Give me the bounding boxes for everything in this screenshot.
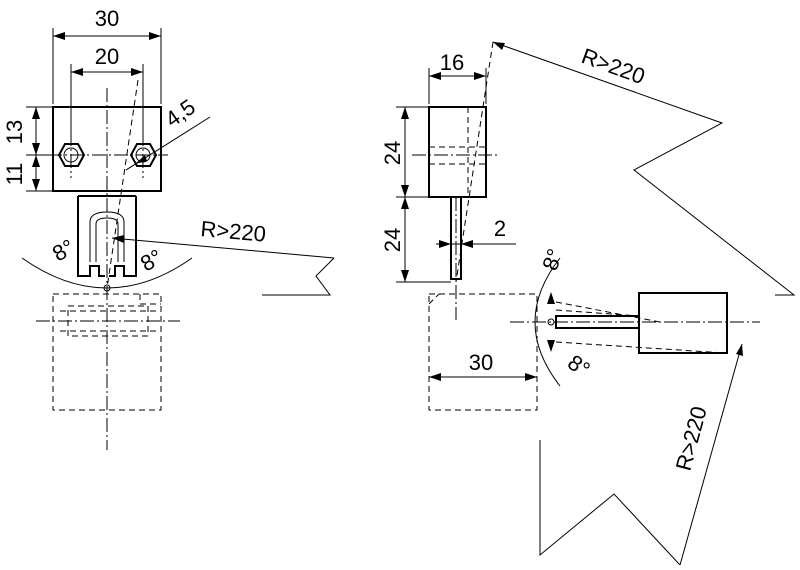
left-swing-arc	[21, 257, 193, 289]
dim-tongue-width-text: 2	[494, 216, 506, 241]
dim-vertical-right: 24 24	[380, 106, 451, 283]
left-angle-label-left: 8°	[48, 234, 79, 266]
right-swing-arc	[534, 257, 561, 387]
right-actuating-cam	[428, 293, 538, 411]
right-radius-top-text: R>220	[578, 43, 648, 89]
right-radius-top-callout: R>220	[492, 41, 796, 296]
dim-lower-height-text: 11	[2, 163, 27, 186]
left-angle-line	[106, 79, 139, 289]
dim-tongue-length-text: 24	[380, 228, 405, 252]
right-horizontal-switch	[510, 292, 760, 354]
dim-upper-height-text: 13	[2, 120, 27, 144]
left-view: 30 20 4,5 13 11	[2, 6, 335, 450]
dim-hole-diameter-text: 4,5	[161, 94, 200, 132]
right-angle-top-text: 8°	[537, 245, 568, 273]
right-view: 16 24 24 2 30	[380, 41, 796, 566]
dim-hole-diameter: 4,5	[125, 94, 211, 171]
dim-base-width: 30	[429, 350, 537, 381]
right-angle-line	[455, 41, 494, 283]
dim-thickness-text: 16	[440, 50, 464, 75]
dim-thickness: 16	[428, 50, 487, 104]
right-angle-bottom-text: 8°	[563, 350, 595, 383]
dim-hole-spacing-text: 20	[95, 44, 119, 69]
dim-heights: 13 11	[2, 106, 53, 192]
dim-tongue-width: 2	[436, 216, 516, 248]
dim-overall-width-text: 30	[95, 6, 119, 31]
dim-body-height-text: 24	[380, 141, 405, 165]
left-radius-callout: R>220	[111, 216, 335, 296]
dim-hole-spacing: 20	[70, 44, 144, 140]
dim-overall-width: 30	[52, 6, 162, 104]
dim-base-width-text: 30	[469, 350, 493, 375]
right-radius-bottom-text: R>220	[671, 404, 712, 474]
left-angle-label-right: 8°	[136, 244, 167, 276]
right-switch-body	[428, 106, 487, 198]
left-radius-text: R>220	[200, 216, 267, 247]
right-radius-bottom-callout: R>220	[539, 343, 743, 566]
